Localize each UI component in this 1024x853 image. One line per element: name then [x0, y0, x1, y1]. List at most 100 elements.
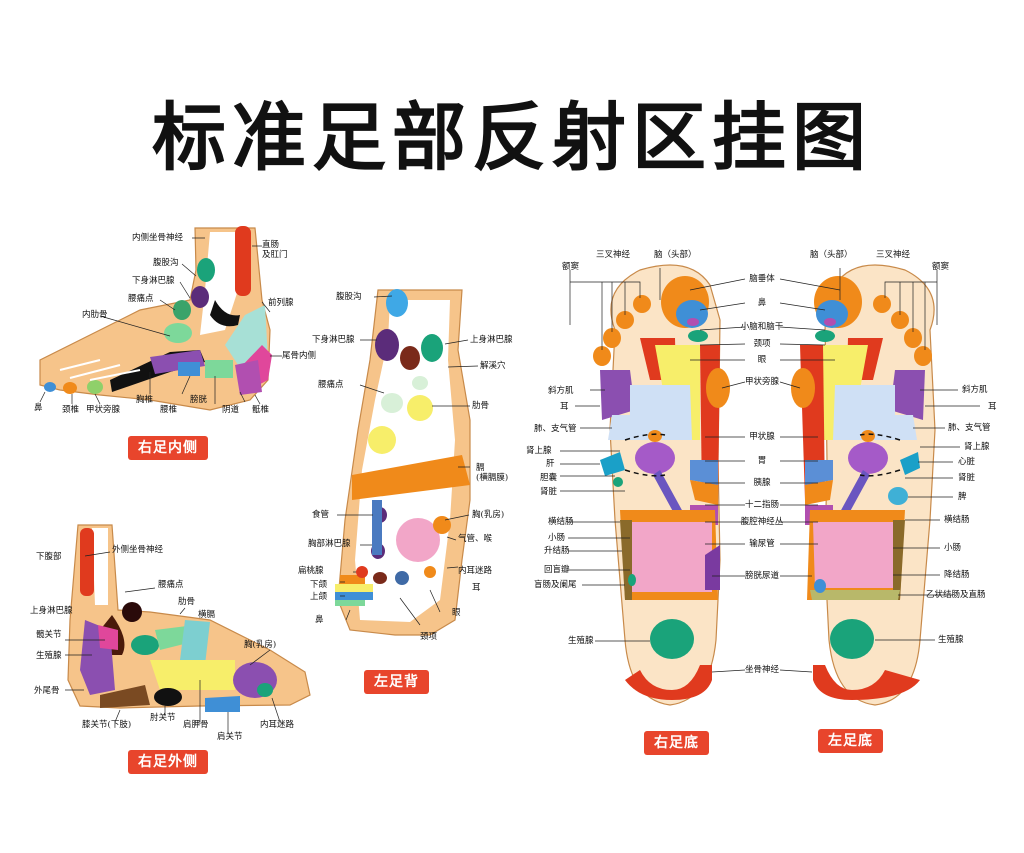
lsole-gonad-zone [830, 619, 874, 659]
lsole-label-gonad: 生殖腺 [938, 635, 964, 645]
lsole-label-adrenal: 肾上腺 [964, 442, 990, 452]
dorsal-label-diaphragm: 膈 (横膈膜) [476, 463, 509, 483]
rsole-label-ileocecal: 回盲瓣 [544, 565, 570, 575]
rsole-kidney-zone [635, 442, 675, 474]
sole-label-eye: 眼 [757, 355, 767, 365]
dorsal-label-lower-jaw: 下颌 [310, 580, 328, 590]
sole-label-parathyroid: 甲状旁腺 [744, 377, 779, 387]
inner-label-coccyx: 尾骨内侧 [282, 351, 317, 361]
dorsal-label-neck: 颈项 [420, 632, 438, 642]
dorsal-label-esophagus: 食管 [312, 510, 330, 520]
inner-groin-zone [197, 258, 215, 282]
outer-label-knee-lower: 膝关节(下肢) [82, 720, 132, 730]
dorsal-diaphragm-zone [352, 455, 470, 500]
rsole-label-sinus: 额窦 [562, 262, 580, 272]
sole-label-sciatic: 坐骨神经 [744, 665, 779, 675]
outer-label-diaphragm: 横膈 [198, 610, 216, 620]
inner-label-thoracic: 胸椎 [136, 395, 154, 405]
caption-outer: 右足外侧 [128, 750, 208, 774]
dorsal-label-ear: 耳 [472, 583, 481, 593]
dorsal-label-ear-inner: 内耳迷路 [458, 566, 493, 576]
lsole-label-brain: 脑（头部） [810, 250, 853, 260]
dorsal-label-eye: 眼 [452, 608, 461, 618]
inner-label-bladder: 膀胱 [190, 395, 208, 405]
outer-label-back-pain: 腰痛点 [158, 580, 184, 590]
rsole-label-transverse: 横结肠 [548, 517, 574, 527]
dorsal-chest-zone [396, 518, 440, 562]
rsole-label-adrenal: 肾上腺 [526, 446, 552, 456]
sole-label-pituitary: 脑垂体 [749, 274, 775, 284]
rsole-label-gallbladder: 胆囊 [540, 473, 558, 483]
dorsal-label-back-pain: 腰痛点 [318, 380, 344, 390]
dorsal-label-tonsil: 扁桃腺 [298, 566, 324, 576]
lsole-label-trapezius: 斜方肌 [962, 385, 988, 395]
sole-label-ureter: 输尿管 [749, 539, 775, 549]
sole-label-cerebellum: 小脑和脑干 [740, 322, 784, 332]
rsole-label-trigeminal: 三叉神经 [596, 250, 631, 260]
inner-label-prostate: 前列腺 [268, 298, 294, 308]
dorsal-label-chest: 胸(乳房) [472, 510, 505, 520]
inner-lymph-zone [191, 286, 209, 308]
lsole-label-small-int: 小肠 [944, 543, 962, 553]
dorsal-label-trachea: 气管、喉 [458, 534, 493, 544]
outer-label-elbow: 肘关节 [150, 713, 176, 723]
outer-label-lower-abdomen: 下腹部 [36, 552, 62, 562]
sole-label-thyroid: 甲状腺 [749, 432, 775, 442]
rsole-liver-zone [600, 452, 625, 476]
left-sole-figure [791, 264, 936, 706]
dorsal-label-groin: 腹股沟 [336, 292, 362, 302]
page-title: 标准足部反射区挂图 [152, 95, 872, 181]
outer-label-sciatic: 外侧坐骨神经 [112, 545, 164, 555]
lsole-label-transverse: 横结肠 [944, 515, 970, 525]
sole-label-pancreas: 胰腺 [753, 478, 771, 488]
caption-dorsal: 左足背 [364, 670, 429, 694]
lsole-label-descending: 降结肠 [944, 570, 970, 580]
sole-label-bladder: 膀胱尿道 [744, 571, 779, 581]
inner-label-lymph: 下身淋巴腺 [132, 276, 175, 286]
lsole-label-heart: 心脏 [958, 457, 976, 467]
dorsal-label-ribs: 肋骨 [472, 401, 490, 411]
lsole-label-ear: 耳 [988, 402, 997, 412]
inner-label-sacrum: 骶椎 [252, 405, 270, 415]
inner-label-ribs: 内肋骨 [82, 310, 108, 320]
lsole-label-trigeminal: 三叉神经 [876, 250, 911, 260]
sole-label-stomach: 胃 [757, 456, 767, 466]
rsole-label-brain: 脑（头部） [654, 250, 697, 260]
outer-label-ribs: 肋骨 [178, 597, 196, 607]
right-sole-figure [593, 264, 730, 706]
outer-label-ear: 内耳迷路 [260, 720, 295, 730]
inner-label-lumbar: 腰椎 [160, 405, 178, 415]
rsole-gonad-zone [650, 619, 694, 659]
sole-label-neck: 颈项 [753, 339, 771, 349]
caption-right-sole: 右足底 [644, 731, 709, 755]
inner-label-sciatic: 内侧坐骨神经 [132, 233, 184, 243]
outer-label-chest: 胸(乳房) [244, 640, 277, 650]
dorsal-groin-zone [386, 289, 408, 317]
inner-rectum-zone [235, 226, 251, 296]
lsole-label-sinus: 额窦 [932, 262, 950, 272]
inner-label-thyroid: 甲状旁腺 [86, 405, 121, 415]
dorsal-label-upper-jaw: 上颌 [310, 592, 328, 602]
lsole-label-kidney: 肾脏 [958, 473, 976, 483]
lsole-trapezius-zone [890, 370, 925, 420]
inner-label-rectum: 直肠 及肛门 [262, 240, 288, 260]
lsole-kidney-zone [848, 442, 888, 474]
dorsal-label-lymph-lower: 下身淋巴腺 [312, 335, 355, 345]
inner-label-back-pain: 腰痛点 [128, 294, 154, 304]
rsole-label-small-int: 小肠 [548, 533, 566, 543]
inner-label-groin: 腹股沟 [153, 258, 179, 268]
rsole-label-cecum: 盲肠及阑尾 [534, 580, 577, 590]
sole-label-nose: 鼻 [757, 298, 767, 308]
caption-inner: 右足内侧 [128, 436, 208, 460]
rsole-label-trapezius: 斜方肌 [548, 386, 574, 396]
rsole-label-liver: 肝 [546, 459, 555, 469]
dorsal-label-jiexi: 解溪穴 [480, 361, 506, 371]
outer-label-scapula: 肩胛骨 [183, 720, 209, 730]
sole-leader-lines [560, 268, 980, 673]
outer-label-lymph: 上身淋巴腺 [30, 606, 73, 616]
lsole-small-intestine-zone [813, 522, 893, 588]
lsole-label-spleen: 脾 [958, 492, 967, 502]
outer-label-coccyx: 外尾骨 [34, 686, 60, 696]
outer-label-shoulder: 肩关节 [217, 732, 243, 742]
